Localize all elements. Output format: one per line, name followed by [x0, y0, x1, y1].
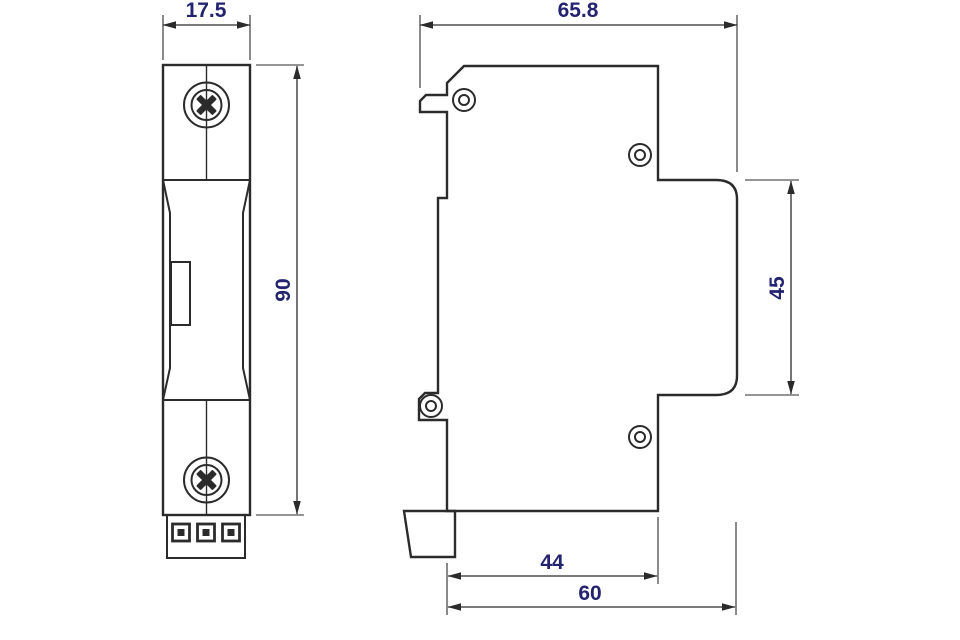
side-inner-depth-extension-lines	[446, 517, 659, 615]
side-width-label: 65.8	[558, 0, 599, 22]
side-view	[402, 64, 739, 559]
hole-bottom-left	[419, 394, 443, 418]
side-flange-extension-lines	[745, 179, 799, 396]
hole-top-left	[452, 88, 476, 112]
side-flange-height-label: 45	[766, 276, 789, 300]
side-flange-height-dimension: 45	[745, 179, 799, 396]
side-width-dimension: 65.8	[419, 0, 738, 172]
side-outer-depth-dimension: 60	[447, 522, 737, 615]
screw-bottom-cross	[196, 470, 217, 490]
front-height-extension-lines	[256, 64, 304, 516]
front-height-label: 90	[272, 278, 295, 301]
hole-top-right	[628, 143, 652, 167]
side-width-extension-lines	[419, 15, 738, 172]
side-inner-depth-label: 44	[540, 551, 564, 574]
front-width-dimension: 17.5	[162, 0, 251, 60]
screw-bottom	[183, 456, 230, 504]
terminal-block	[166, 514, 246, 559]
hole-bottom-right	[628, 425, 652, 449]
screw-top-cross	[196, 95, 217, 115]
front-view	[161, 63, 252, 559]
side-bottom-foot	[402, 509, 457, 559]
front-height-dimension: 90	[256, 64, 304, 516]
screw-top	[183, 81, 230, 129]
front-side-slot	[170, 261, 191, 326]
front-mid-section	[162, 179, 251, 401]
front-width-label: 17.5	[186, 0, 227, 22]
side-body-outline	[417, 64, 739, 513]
side-inner-depth-dimension: 44	[446, 517, 659, 615]
side-outer-depth-label: 60	[578, 582, 601, 605]
side-mount-holes	[419, 88, 652, 449]
